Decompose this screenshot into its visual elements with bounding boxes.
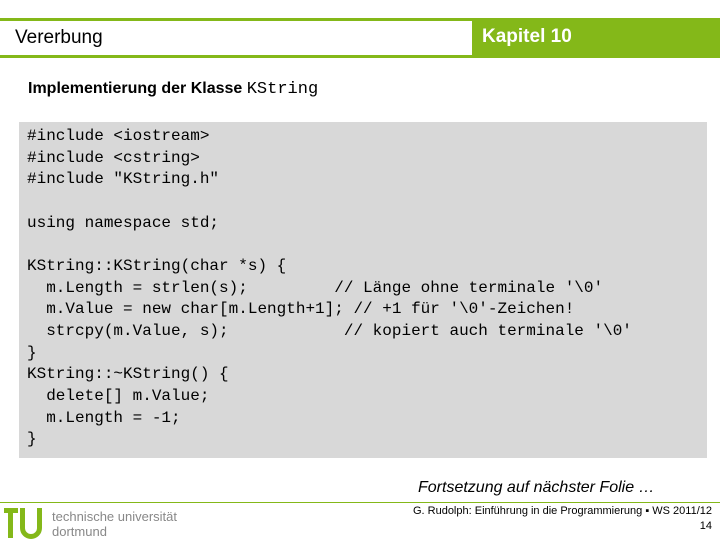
code-line: #include <cstring> — [27, 149, 200, 167]
code-line: } — [27, 430, 37, 448]
continuation-note: Fortsetzung auf nächster Folie … — [418, 479, 655, 496]
code-line: m.Length = -1; — [27, 409, 181, 427]
title-bar: Vererbung — [0, 18, 472, 58]
class-name: KString — [246, 80, 319, 99]
code-line: m.Value = new char[m.Length+1]; // +1 fü… — [27, 300, 575, 318]
tu-logo-icon — [4, 508, 42, 539]
slide-title: Vererbung — [15, 27, 103, 48]
code-line: m.Length = strlen(s); // Länge ohne term… — [27, 279, 604, 297]
logo-line-1: technische universität — [52, 509, 177, 524]
chapter-label: Kapitel 10 — [482, 26, 572, 47]
chapter-badge: Kapitel 10 — [472, 18, 720, 58]
footer-credit: G. Rudolph: Einführung in die Programmie… — [412, 505, 712, 517]
code-line: #include "KString.h" — [27, 170, 220, 188]
footer-divider — [0, 502, 720, 503]
code-line: KString::KString(char *s) { — [27, 257, 287, 275]
code-line: delete[] m.Value; — [27, 387, 210, 405]
code-block: #include <iostream> #include <cstring> #… — [19, 122, 707, 458]
page-number: 14 — [699, 520, 712, 532]
code-line: using namespace std; — [27, 214, 220, 232]
logo-line-2: dortmund — [52, 524, 107, 539]
code-line: } — [27, 344, 37, 362]
slide-header: Vererbung Kapitel 10 — [0, 0, 720, 58]
tu-dortmund-logo: technische universität dortmund — [4, 508, 177, 539]
code-line: #include <iostream> — [27, 127, 210, 145]
section-heading: Implementierung der Klasse KString — [28, 80, 319, 99]
code-line: KString::~KString() { — [27, 365, 229, 383]
code-line: strcpy(m.Value, s); // kopiert auch term… — [27, 322, 632, 340]
